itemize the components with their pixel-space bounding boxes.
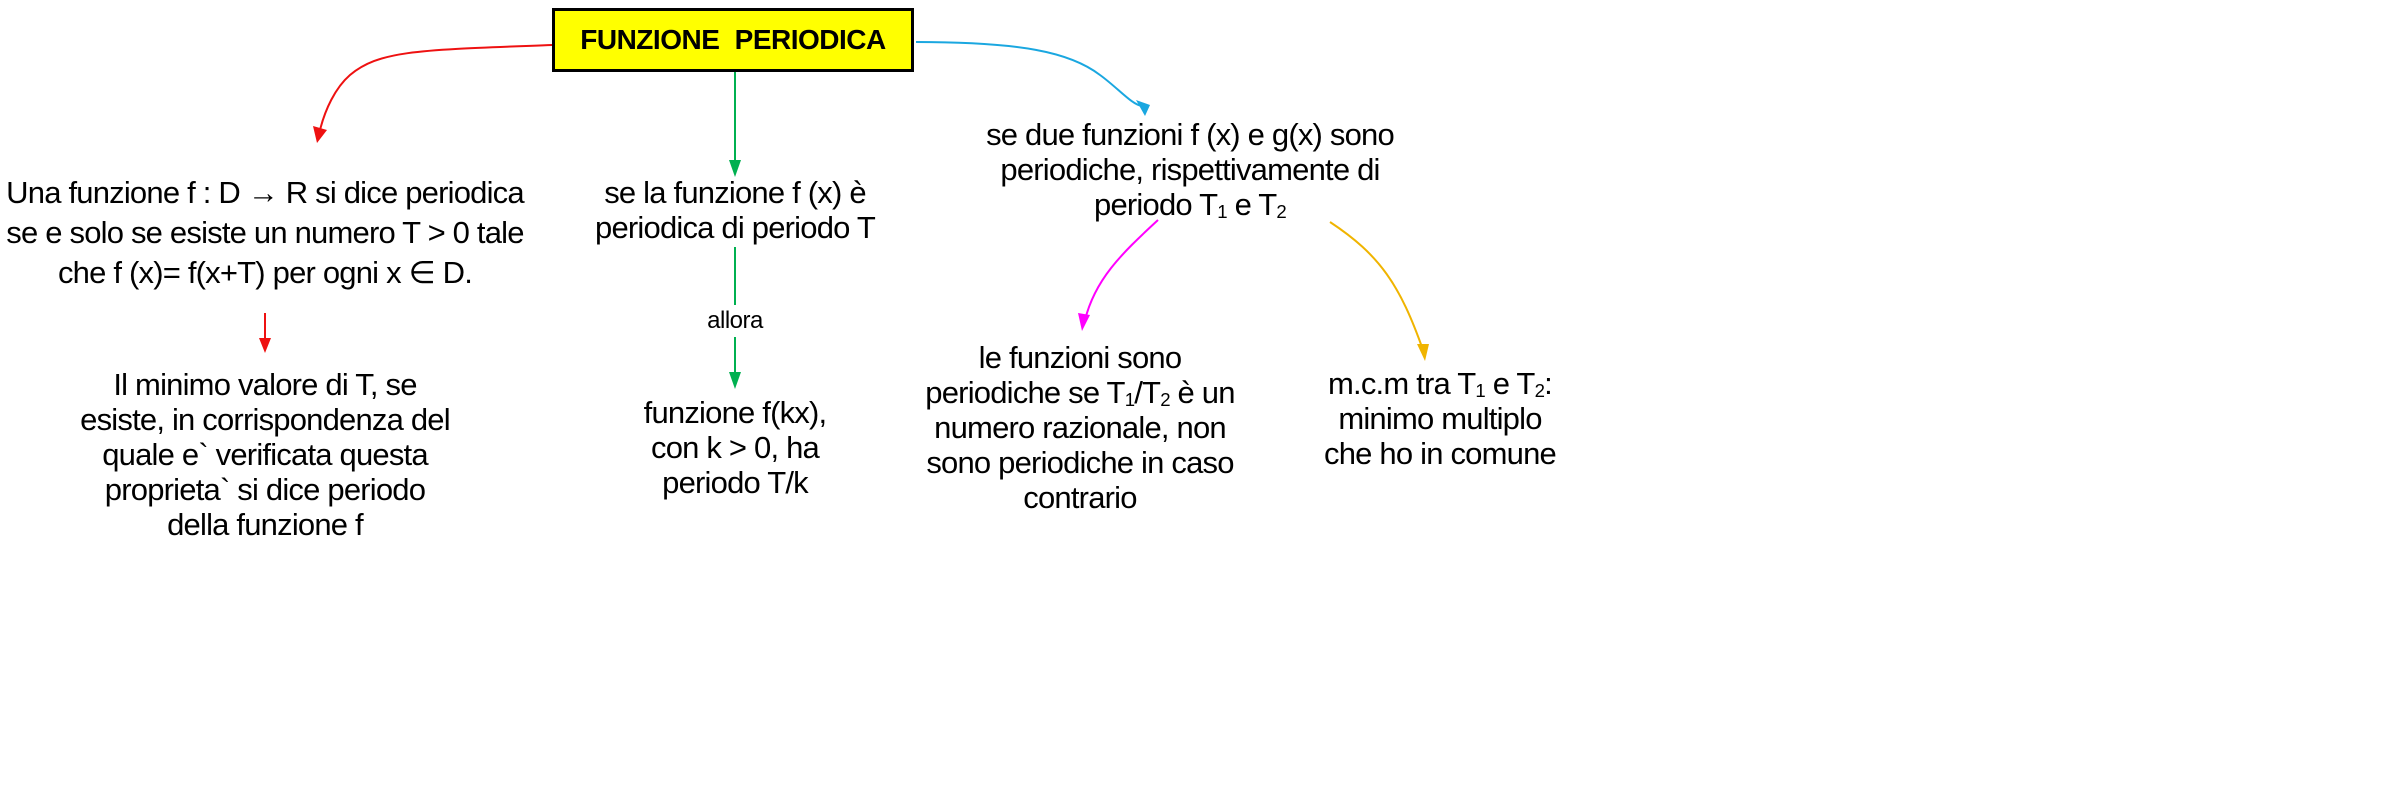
minimum-line: proprieta` si dice periodo — [104, 472, 426, 507]
arrow-two-functions-to-rational — [1078, 219, 1159, 331]
condition-node: se la funzione f (x) è periodica di peri… — [595, 175, 876, 245]
text: e T — [1226, 187, 1278, 222]
subscript: 2 — [1534, 380, 1545, 401]
two-functions-line: periodiche, rispettivamente di — [1000, 152, 1380, 187]
consequence-line: funzione f(kx), — [643, 395, 828, 430]
title-text: FUNZIONE PERIODICA — [580, 24, 886, 55]
minimum-line: Il minimo valore di T, se — [113, 367, 417, 402]
definition-node: Una funzione f : D → R si dice periodica… — [6, 173, 524, 293]
arrow-title-to-condition — [729, 72, 741, 177]
arrow-two-functions-to-lcm — [1329, 221, 1429, 361]
subscript: 1 — [1475, 380, 1485, 401]
arrow-condition-to-consequence — [729, 247, 741, 389]
definition-line: Una funzione f : D → R si dice periodica — [6, 175, 524, 210]
two-functions-line: periodo T1 e T2 — [986, 187, 1394, 222]
lcm-line: m.c.m tra T1 e T2: — [1324, 366, 1556, 401]
minimum-node: Il minimo valore di T, se esiste, in cor… — [80, 367, 451, 542]
condition-line: periodica di periodo T — [595, 210, 876, 245]
title-box: FUNZIONE PERIODICA — [552, 8, 914, 72]
subscript: 1 — [1124, 389, 1135, 410]
arrow-title-to-two-functions — [915, 41, 1150, 116]
text: è un — [1169, 375, 1236, 410]
two-functions-line: se due funzioni f (x) e g(x) sono — [986, 117, 1395, 152]
link-label-allora: allora — [703, 305, 767, 337]
rational-node: le funzioni sono periodiche se T1/T2 è u… — [925, 340, 1236, 515]
rational-line: sono periodiche in caso — [926, 445, 1234, 480]
arrow-definition-to-minimum — [259, 313, 271, 353]
definition-line: che f (x)= f(x+T) per ogni x ∈ D. — [57, 255, 473, 290]
rational-line: numero razionale, non — [934, 410, 1226, 445]
minimum-line: esiste, in corrispondenza del — [80, 402, 451, 437]
two-functions-node: se due funzioni f (x) e g(x) sono period… — [986, 117, 1395, 222]
minimum-line: della funzione f — [167, 507, 364, 542]
lcm-line: minimo multiplo — [1338, 401, 1542, 436]
rational-line: contrario — [1023, 480, 1137, 515]
consequence-node: funzione f(kx), con k > 0, ha periodo T/… — [643, 395, 828, 500]
text: : — [1544, 366, 1553, 401]
condition-line: se la funzione f (x) è — [604, 175, 866, 210]
subscript: 2 — [1160, 389, 1170, 410]
text: /T — [1134, 375, 1161, 410]
definition-line: se e solo se esiste un numero T > 0 tale — [6, 215, 524, 250]
text: e T — [1484, 366, 1536, 401]
subscript: 2 — [1276, 201, 1286, 222]
subscript: 1 — [1217, 201, 1227, 222]
lcm-line: che ho in comune — [1324, 436, 1557, 471]
rational-line: le funzioni sono — [978, 340, 1182, 375]
consequence-line: con k > 0, ha — [651, 430, 820, 465]
minimum-line: quale e` verificata questa — [102, 437, 428, 472]
arrow-title-to-definition — [313, 44, 553, 143]
text: periodo T — [1094, 187, 1218, 222]
text: periodiche se T — [925, 375, 1125, 410]
rational-line: periodiche se T1/T2 è un — [925, 375, 1236, 410]
text: m.c.m tra T — [1328, 366, 1476, 401]
lcm-node: m.c.m tra T1 e T2: minimo multiplo che h… — [1324, 366, 1557, 471]
consequence-line: periodo T/k — [662, 465, 809, 500]
